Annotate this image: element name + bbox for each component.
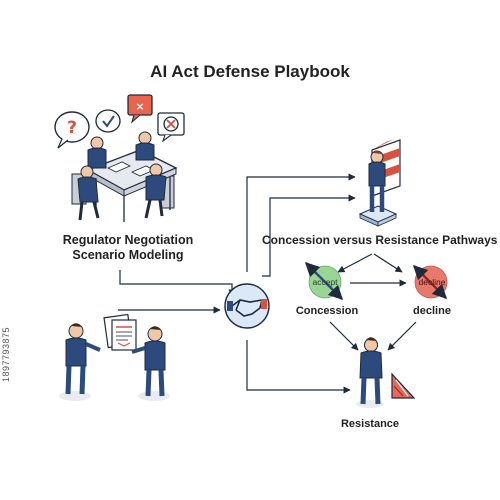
svg-text:×: ×	[135, 100, 144, 113]
meeting-person	[77, 165, 100, 221]
pathways-label: Concession versus Resistance Pathways	[262, 233, 498, 247]
arrow-pathways-to-concession	[337, 253, 373, 273]
arrow-hub-to-pathways-inner	[262, 194, 356, 277]
arrow-icon	[304, 261, 344, 301]
resistance-illustration	[356, 337, 416, 408]
regulator-negotiation-label: Regulator Negotiation Scenario Modeling	[62, 233, 194, 262]
decline-node	[412, 264, 448, 300]
meeting-person	[135, 131, 155, 161]
stock-image-id: 1897793875	[1, 326, 11, 382]
check-bubble-icon	[95, 109, 121, 133]
decline-label: decline	[413, 305, 451, 317]
arrow-hub-to-resistance	[246, 340, 351, 394]
svg-text:?: ?	[67, 118, 77, 138]
resistance-person	[359, 337, 383, 405]
presenter-person	[65, 323, 101, 395]
arrow-meeting-to-hub	[119, 270, 236, 297]
pathways-illustration	[358, 139, 401, 227]
document-icon	[103, 313, 137, 351]
arrow-concession-to-resistance	[329, 321, 359, 351]
decline-badge-label: decline	[418, 277, 446, 287]
x-bubble-icon	[157, 112, 185, 143]
resistance-label: Resistance	[340, 418, 400, 430]
meeting-person	[87, 136, 107, 169]
concession-label: Concession	[295, 305, 359, 317]
handshake-hub	[224, 283, 270, 329]
diagram-title: AI Act Defense Playbook	[150, 62, 350, 81]
arrow-icon	[412, 264, 448, 300]
question-bubble-icon: ?	[54, 111, 90, 149]
arrow-pathways-to-decline	[373, 253, 403, 273]
handshake-icon	[227, 299, 267, 317]
accept-node	[304, 261, 344, 301]
receiver-person	[131, 326, 166, 397]
document-handoff-illustration	[59, 313, 170, 401]
x-bubble-icon-red: ×	[127, 94, 153, 124]
negotiation-meeting-illustration: ? ×	[54, 94, 185, 222]
pathway-person	[368, 150, 386, 212]
warning-triangle-icon	[391, 372, 416, 399]
meeting-person	[144, 163, 167, 219]
accept-badge-label: accept	[312, 277, 338, 287]
arrow-decline-to-resistance	[387, 321, 417, 351]
arrow-hub-to-pathways-outer	[246, 173, 356, 272]
